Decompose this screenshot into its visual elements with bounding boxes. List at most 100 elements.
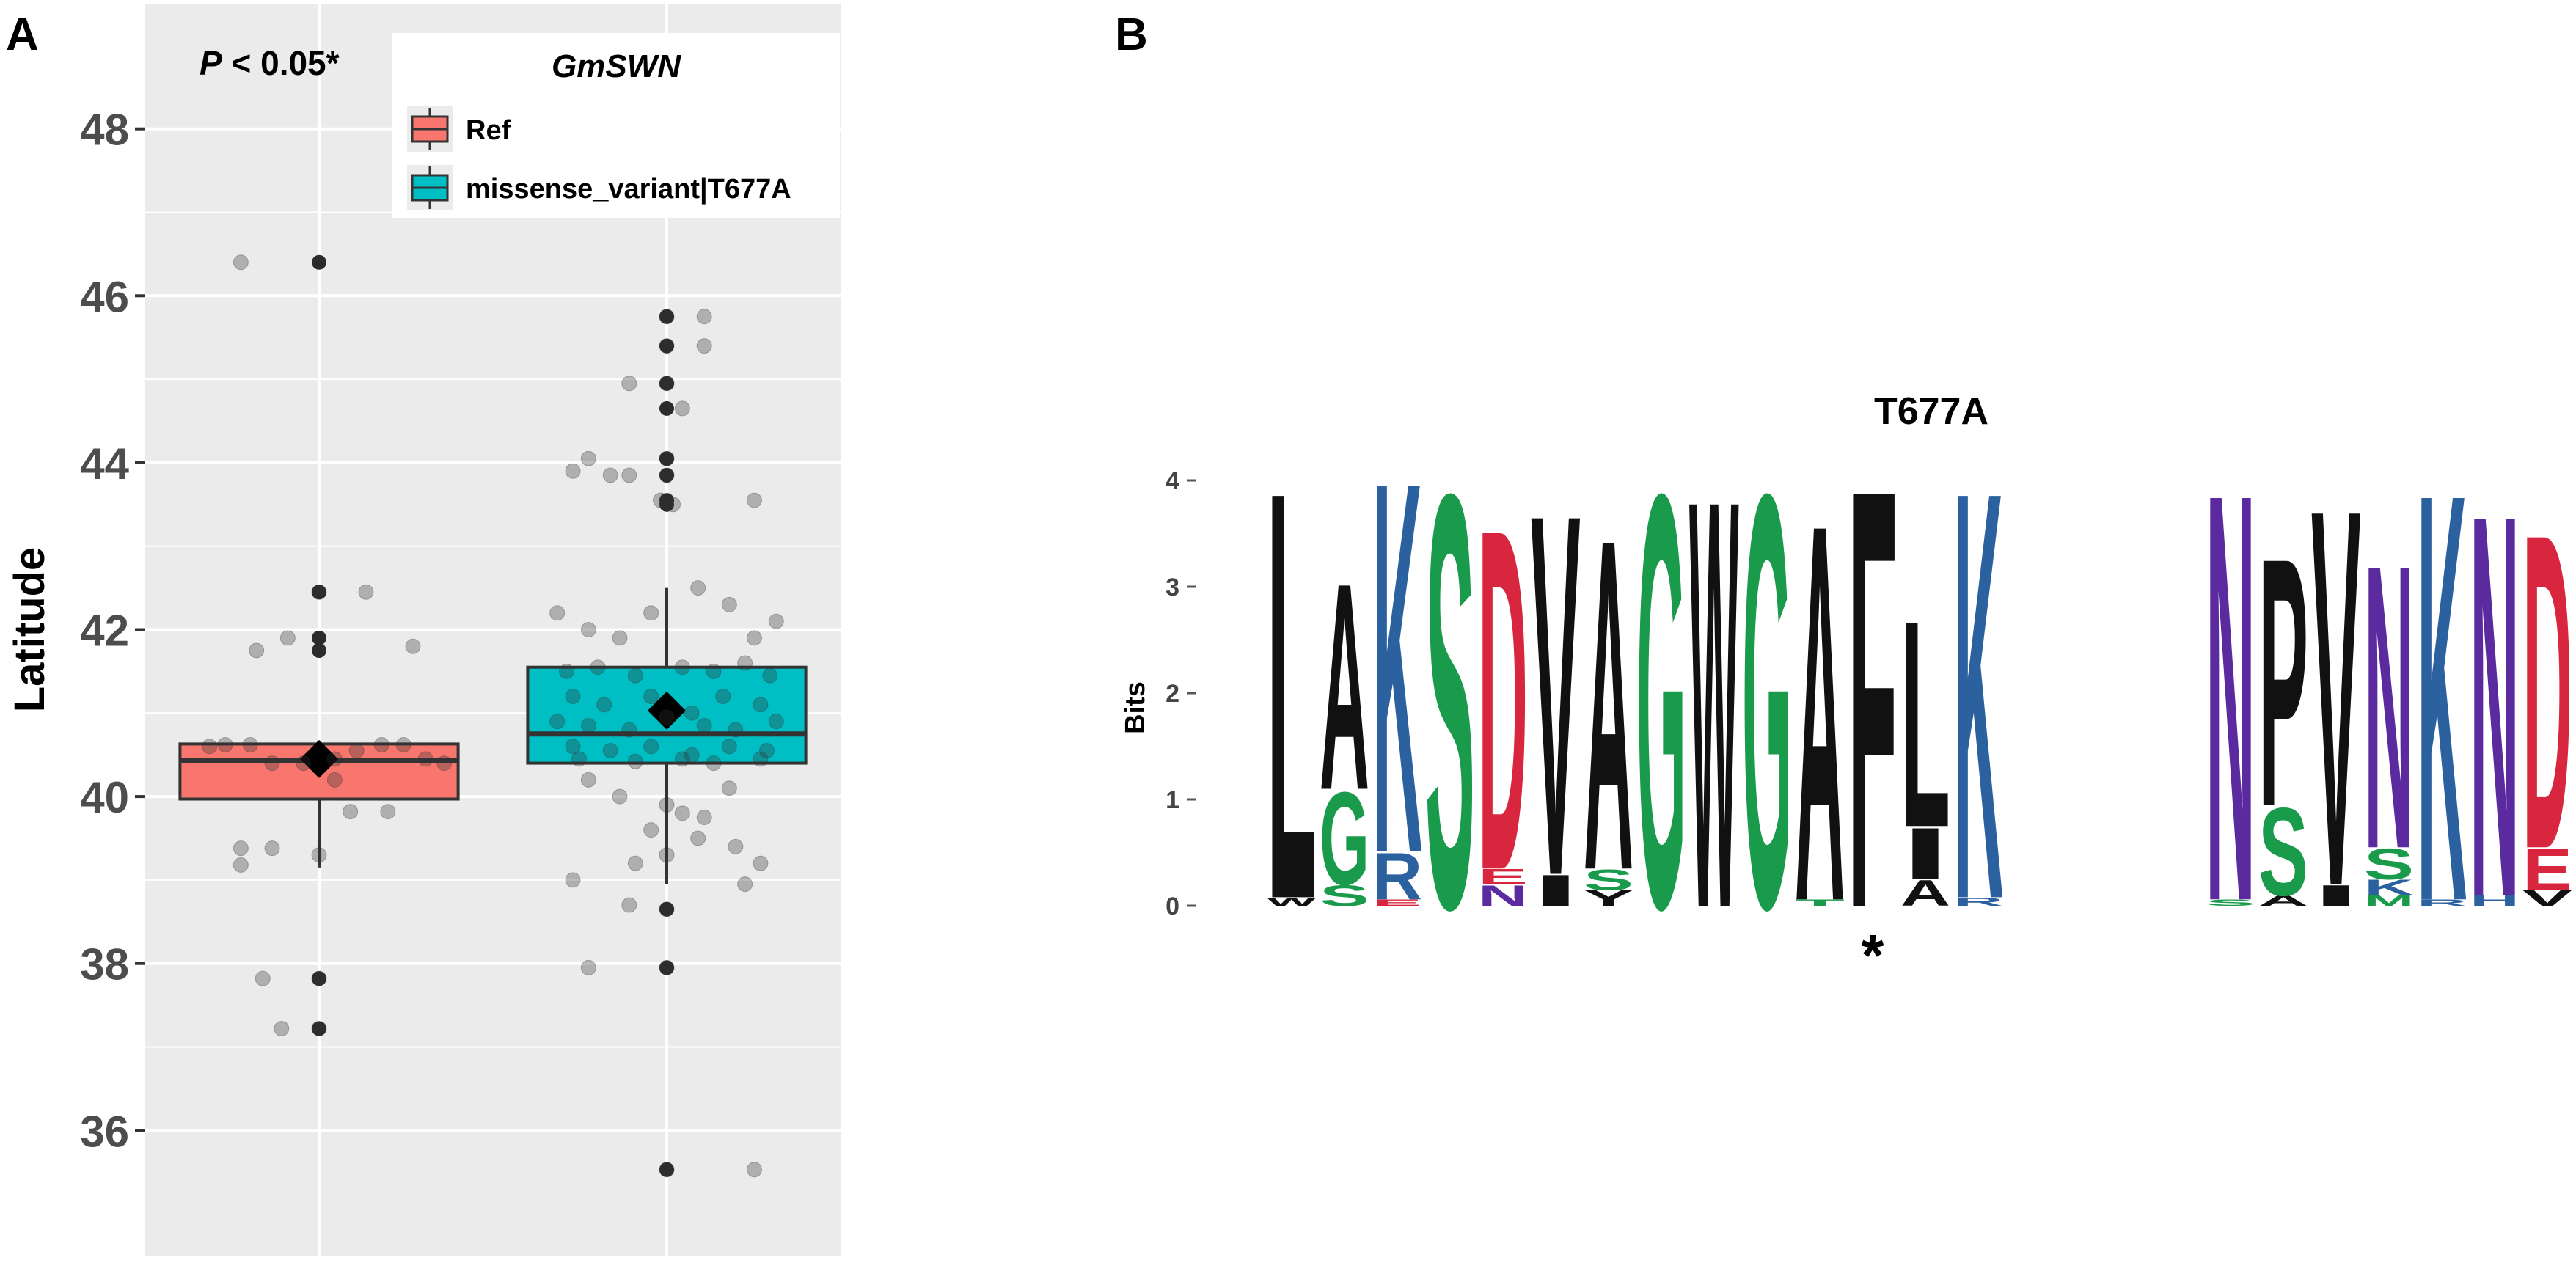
panel-label-a: A (6, 10, 39, 60)
logo-column: WL (1267, 370, 1317, 1022)
logo-column: ERK (1372, 370, 1422, 965)
boxplot-ref (178, 254, 460, 1036)
logo-y-axis-label: Bits (1120, 681, 1151, 734)
logo-letter: A (1900, 873, 1950, 914)
jitter-point (627, 855, 643, 871)
logo-column: HN (2470, 400, 2520, 1011)
jitter-point (690, 830, 706, 846)
logo-letter: V (1531, 406, 1581, 984)
logo-letter: A (1320, 521, 1369, 851)
outlier-point (312, 971, 326, 986)
jitter-point (274, 1020, 290, 1036)
jitter-point (715, 689, 731, 705)
jitter-point (659, 309, 675, 325)
jitter-point (602, 467, 618, 483)
jitter-point (759, 743, 775, 759)
logo-letter: I (2311, 879, 2361, 912)
jitter-point (279, 630, 296, 646)
jitter-point (621, 722, 637, 738)
outlier-point (659, 376, 674, 391)
jitter-point (696, 810, 712, 826)
jitter-point (436, 755, 453, 772)
jitter-point (580, 772, 596, 788)
logo-letter: W (1689, 378, 1739, 1030)
logo-letter: S (2364, 839, 2414, 889)
logo-letter: K (1372, 370, 1422, 965)
logo-letter: G (1742, 372, 1792, 1032)
logo-column: VED (2522, 440, 2572, 943)
outlier-point (659, 451, 674, 466)
p-threshold: < 0.05* (222, 44, 340, 82)
legend-entry: Ref (407, 106, 511, 152)
jitter-point (690, 580, 706, 596)
jitter-point (721, 780, 737, 796)
jitter-point (242, 737, 258, 753)
logo-letter: E (1478, 865, 1528, 890)
y-axis-label: Latitude (6, 547, 54, 713)
jitter-point (753, 855, 769, 871)
outlier-point (312, 254, 326, 270)
jitter-points (202, 254, 784, 1178)
logo-letter: S (2258, 781, 2308, 922)
logo-letter: V (2522, 886, 2572, 911)
jitter-point (659, 376, 675, 392)
outlier-point (312, 585, 326, 600)
jitter-point (659, 959, 675, 975)
jitter-point (706, 663, 722, 679)
jitter-point (296, 755, 312, 772)
logo-column: SN (2206, 372, 2255, 1024)
jitter-point (659, 796, 675, 813)
jitter-point (565, 689, 581, 705)
jitter-point (565, 872, 581, 888)
outlier-point (312, 1021, 326, 1036)
jitter-point (728, 722, 744, 738)
jitter-point (753, 697, 769, 713)
jitter-point (737, 876, 753, 893)
jitter-point (395, 737, 411, 753)
jitter-point (621, 376, 637, 392)
p-value-annotation: P < 0.05* (200, 44, 340, 82)
logo-letter: M (2364, 893, 2414, 909)
jitter-point (643, 739, 659, 755)
logo-column: ASP (2258, 485, 2308, 922)
jitter-point (558, 663, 574, 679)
jitter-point (580, 450, 596, 466)
jitter-point (202, 739, 218, 755)
jitter-point (311, 1020, 327, 1036)
logo-column: SGA (1320, 521, 1369, 914)
jitter-point (746, 1162, 762, 1178)
logo-tick-label: 2 (1166, 680, 1179, 708)
logo-letter: N (2470, 400, 2520, 1011)
variant-marker: * (1861, 923, 1884, 988)
logo-letter: R (1372, 839, 1422, 914)
logo-letter: S (1425, 370, 1475, 1031)
logo-letter: I (1900, 813, 1950, 895)
mean-marker (648, 691, 686, 730)
jitter-point (728, 838, 744, 854)
outlier-point (312, 630, 326, 645)
logo-letter: A (2258, 893, 2308, 909)
jitter-point (233, 840, 249, 857)
jitter-point (380, 804, 396, 820)
jitter-point (549, 605, 566, 621)
jitter-point (255, 970, 271, 986)
boxplot-variant (526, 309, 808, 1177)
outlier-point (659, 960, 674, 975)
y-tick-label: 38 (80, 940, 129, 989)
logo-letter: W (1267, 895, 1317, 908)
logo-column: NED (1478, 427, 1528, 973)
logo-column: G (1636, 372, 1686, 1032)
jitter-point (565, 739, 581, 755)
logo-column: AIL (1900, 559, 1950, 913)
logo-column: IV (1531, 406, 1581, 984)
logo-letter: N (1478, 879, 1528, 912)
logo-letter: S (1320, 879, 1369, 912)
jitter-point (659, 847, 675, 863)
jitter-point (652, 492, 668, 508)
logo-letter: L (1267, 370, 1317, 1022)
logo-letter: S (1584, 863, 1633, 896)
jitter-point (417, 751, 433, 767)
logo-letter: S (2206, 898, 2255, 907)
